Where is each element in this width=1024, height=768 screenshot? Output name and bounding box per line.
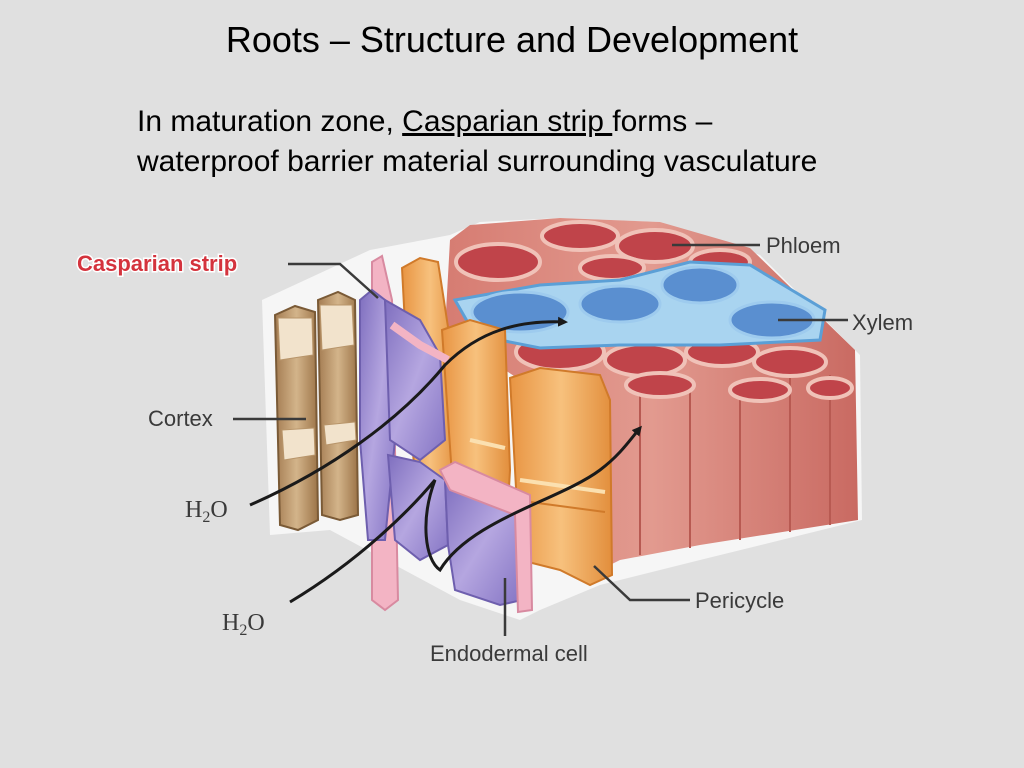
h2o-h: H <box>222 610 239 636</box>
h2o-subscript: 2 <box>239 622 247 639</box>
phloem-label: Phloem <box>766 233 841 258</box>
casparian-strip-label: Casparian strip <box>77 251 237 276</box>
casparian-strip-term: Casparian strip <box>402 105 613 138</box>
slide-title: Roots – Structure and Development <box>225 19 799 60</box>
h2o-o: O <box>210 497 227 523</box>
water-pathways <box>249 316 642 604</box>
apoplastic-arrow <box>249 316 568 507</box>
slide-body: In maturation zone, Casparian strip form… <box>137 102 957 182</box>
body-text-part: In maturation zone, <box>137 105 403 138</box>
casparian-strip-leader <box>288 262 379 299</box>
h2o-subscript: 2 <box>202 509 210 526</box>
pericycle-label: Pericycle <box>695 588 784 613</box>
water-label-lower: H2O <box>222 610 265 639</box>
h2o-h: H <box>185 497 202 523</box>
cortex-label: Cortex <box>148 406 213 431</box>
symplastic-arrow <box>289 425 642 604</box>
h2o-o: O <box>247 610 264 636</box>
pericycle-leader <box>593 565 690 602</box>
body-text-part: forms – <box>612 105 713 138</box>
endodermal-cell-label: Endodermal cell <box>430 641 588 666</box>
water-label-upper: H2O <box>185 497 228 526</box>
body-text-line-2: waterproof barrier material surrounding … <box>137 145 818 178</box>
xylem-label: Xylem <box>852 310 913 335</box>
